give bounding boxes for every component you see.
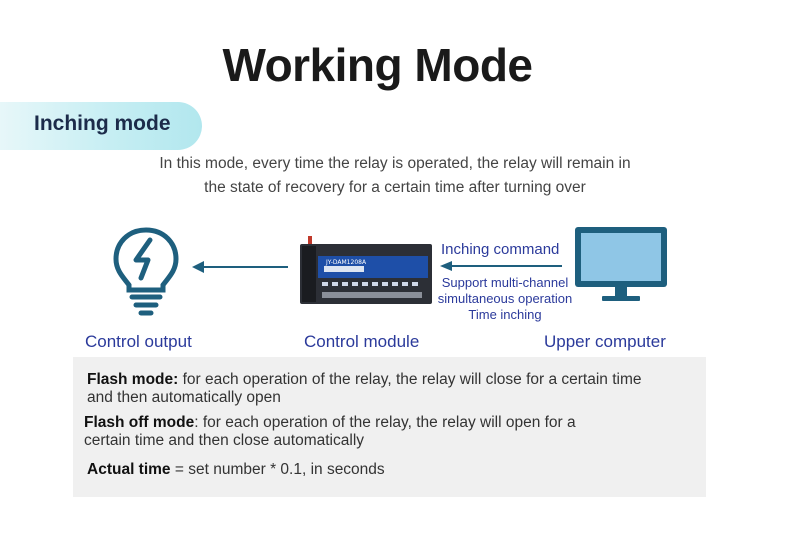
arrow-left-icon (440, 259, 564, 271)
page-title: Working Mode (222, 39, 533, 91)
monitor-icon (572, 224, 670, 304)
flash-mode-term: Flash mode: (87, 371, 179, 388)
description-line: In this mode, every time the relay is op… (159, 155, 631, 172)
mode-description: In this mode, every time the relay is op… (100, 152, 690, 200)
actual-time-line: Actual time = set number * 0.1, in secon… (87, 460, 385, 479)
description-line: the state of recovery for a certain time… (204, 179, 586, 196)
support-text: Support multi-channel simultaneous opera… (430, 275, 580, 323)
section-label: Inching mode (34, 112, 171, 135)
support-line: Support multi-channel (441, 275, 569, 290)
inching-command-label: Inching command (441, 241, 560, 258)
actual-time-term: Actual time (87, 461, 171, 478)
flash-mode-line-2: and then automatically open (87, 389, 281, 406)
flash-mode-line: Flash mode: for each operation of the re… (87, 370, 642, 389)
control-module-label: Control module (304, 332, 420, 351)
flash-off-text: : for each operation of the relay, the r… (194, 414, 576, 431)
upper-computer-label: Upper computer (544, 332, 666, 351)
arrow-left-icon (190, 260, 290, 274)
flash-off-term: Flash off mode (84, 414, 195, 431)
support-line: Time inching (468, 307, 542, 322)
device-model-text: JY-DAM1208A (325, 259, 367, 266)
bulb-icon (108, 226, 184, 318)
section-tab: Inching mode (0, 102, 202, 150)
flash-mode-text: for each operation of the relay, the rel… (178, 371, 642, 388)
module-icon: JY-DAM1208A (296, 236, 436, 308)
actual-time-text: = set number * 0.1, in seconds (170, 461, 385, 478)
flash-off-line-2: certain time and then close automaticall… (84, 432, 365, 449)
flash-off-line: Flash off mode: for each operation of th… (84, 413, 576, 432)
support-line: simultaneous operation (437, 291, 573, 306)
details-panel: Flash mode: for each operation of the re… (73, 357, 706, 497)
control-output-label: Control output (85, 332, 192, 351)
